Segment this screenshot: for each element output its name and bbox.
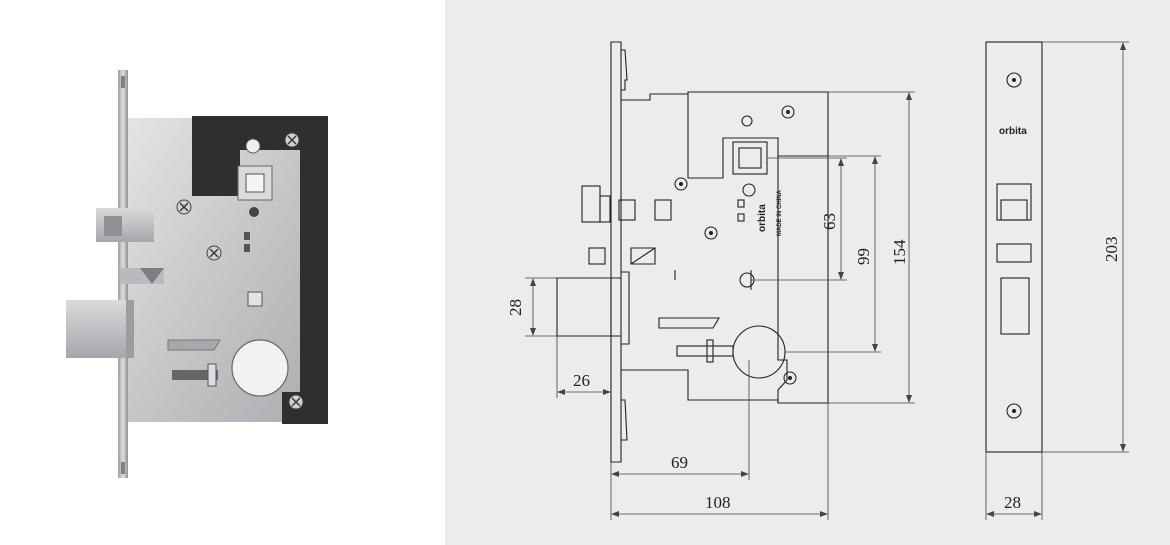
dim-handle-to-cylinder: 63 <box>820 213 839 230</box>
photo-deadbolt <box>66 300 126 358</box>
lock-outline <box>556 41 829 463</box>
dim-bolt-height: 28 <box>506 299 525 316</box>
case-brand-label: orbita <box>757 204 768 232</box>
dim-bolt-throw: 26 <box>573 371 590 390</box>
dim-faceplate-width: 28 <box>1004 493 1021 512</box>
screw-heads <box>679 110 792 380</box>
dim-case-height: 154 <box>890 239 909 265</box>
dimension-drawing-svg: orbita MADE IN CHINA orbita <box>506 41 1129 520</box>
photo-dark-plate <box>192 116 328 424</box>
dim-backset: 69 <box>671 453 688 472</box>
dimension-lines <box>525 41 1129 520</box>
faceplate-front-outline <box>985 41 1043 453</box>
dim-faceplate-height: 203 <box>1102 237 1121 263</box>
lock-photo <box>0 0 445 545</box>
case-made-in-label: MADE IN CHINA <box>777 189 783 236</box>
technical-drawing: orbita MADE IN CHINA orbita <box>445 0 1170 545</box>
dim-case-depth: 108 <box>705 493 731 512</box>
dim-cylinder-center: 99 <box>854 248 873 265</box>
mortise-lock-photo-illustration <box>66 70 328 478</box>
faceplate-brand-label: orbita <box>999 126 1027 137</box>
arrow-heads <box>530 42 1126 517</box>
